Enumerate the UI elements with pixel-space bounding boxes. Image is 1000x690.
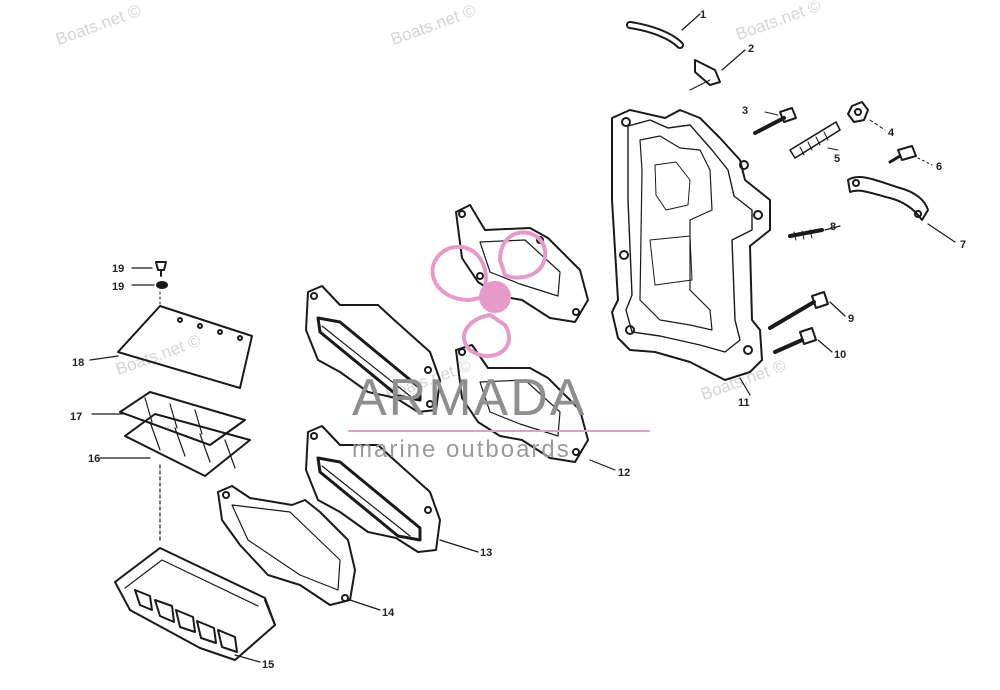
callout-9: 9 <box>848 313 854 325</box>
callout-19-screw: 19 <box>112 263 124 275</box>
callout-18: 18 <box>72 357 84 369</box>
callout-10: 10 <box>834 349 846 361</box>
callout-7: 7 <box>960 239 966 251</box>
part-8-stud <box>788 225 841 241</box>
part-2-fitting <box>689 49 746 91</box>
callout-11: 11 <box>738 397 750 409</box>
logo-propeller-icon <box>430 230 548 358</box>
callout-4: 4 <box>888 127 895 139</box>
logo-title: ARMADA <box>352 369 587 427</box>
callout-13: 13 <box>480 547 492 559</box>
part-9-bolt <box>768 291 846 330</box>
part-1-hose <box>626 13 701 49</box>
part-17-reed-stop <box>91 391 246 446</box>
logo-divider <box>348 430 650 432</box>
part-15-reed-cage <box>114 547 276 663</box>
part-6-screw <box>888 145 933 166</box>
callout-3: 3 <box>742 105 748 117</box>
part-18-reed-plate <box>89 305 253 389</box>
callout-5: 5 <box>834 153 840 165</box>
callout-17: 17 <box>70 411 82 423</box>
callout-8: 8 <box>830 221 836 233</box>
part-13-reed-block <box>305 425 479 553</box>
logo-subtitle: marine outboards <box>352 436 571 463</box>
part-10-bolt <box>773 327 833 354</box>
reed-block-upper <box>305 285 441 413</box>
part-12-gasket <box>455 204 616 471</box>
part-5-stud <box>789 121 841 159</box>
part-19-washer <box>131 281 168 307</box>
part-4-nut <box>847 101 886 131</box>
callout-15: 15 <box>262 659 274 671</box>
callout-labels: 1 2 3 4 5 6 7 8 9 10 11 12 13 14 15 16 1… <box>70 9 966 671</box>
callout-19-washer: 19 <box>112 281 124 293</box>
part-14-gasket <box>217 485 381 611</box>
part-7-clamp <box>847 176 956 243</box>
part-3-bolt <box>753 107 797 135</box>
callout-14: 14 <box>382 607 395 619</box>
callout-6: 6 <box>936 161 942 173</box>
part-19-screw <box>131 261 167 277</box>
callout-16: 16 <box>88 453 100 465</box>
part-11-adapter-plate <box>611 109 771 396</box>
callout-12: 12 <box>618 467 630 479</box>
callout-2: 2 <box>748 43 754 55</box>
callout-1: 1 <box>700 9 706 21</box>
